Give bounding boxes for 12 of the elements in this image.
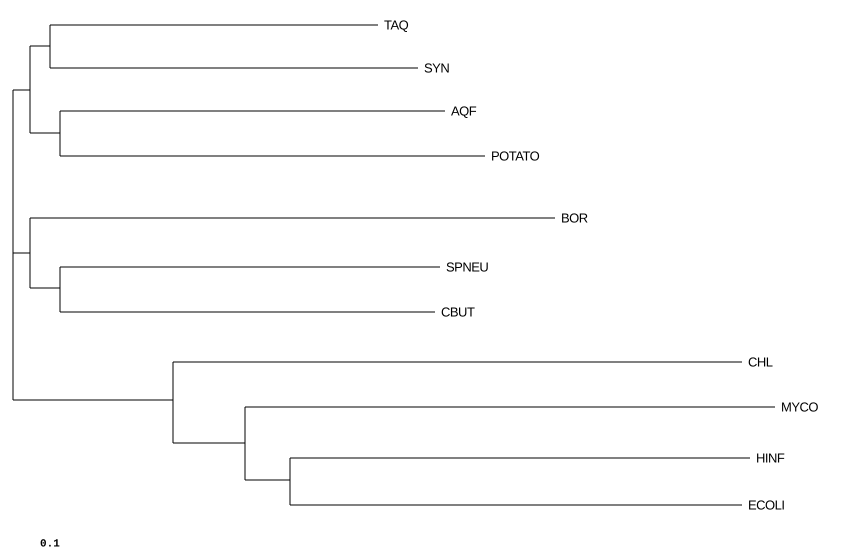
leaf-label: SPNEU [446, 260, 488, 274]
leaf-label: HINF [756, 452, 784, 464]
leaf-label: BOR [561, 212, 588, 224]
leaf-label: POTATO [491, 150, 540, 162]
leaf-label: MYCO [781, 400, 818, 414]
leaf-label: SYN [424, 62, 450, 74]
leaf-label: CBUT [441, 306, 474, 318]
leaf-label: ECOLI [748, 498, 785, 512]
leaf-label: AQF [451, 104, 476, 118]
scale-label: 0.1 [40, 540, 60, 550]
leaf-label: TAQ [384, 18, 408, 32]
leaf-label: CHL [748, 356, 773, 368]
